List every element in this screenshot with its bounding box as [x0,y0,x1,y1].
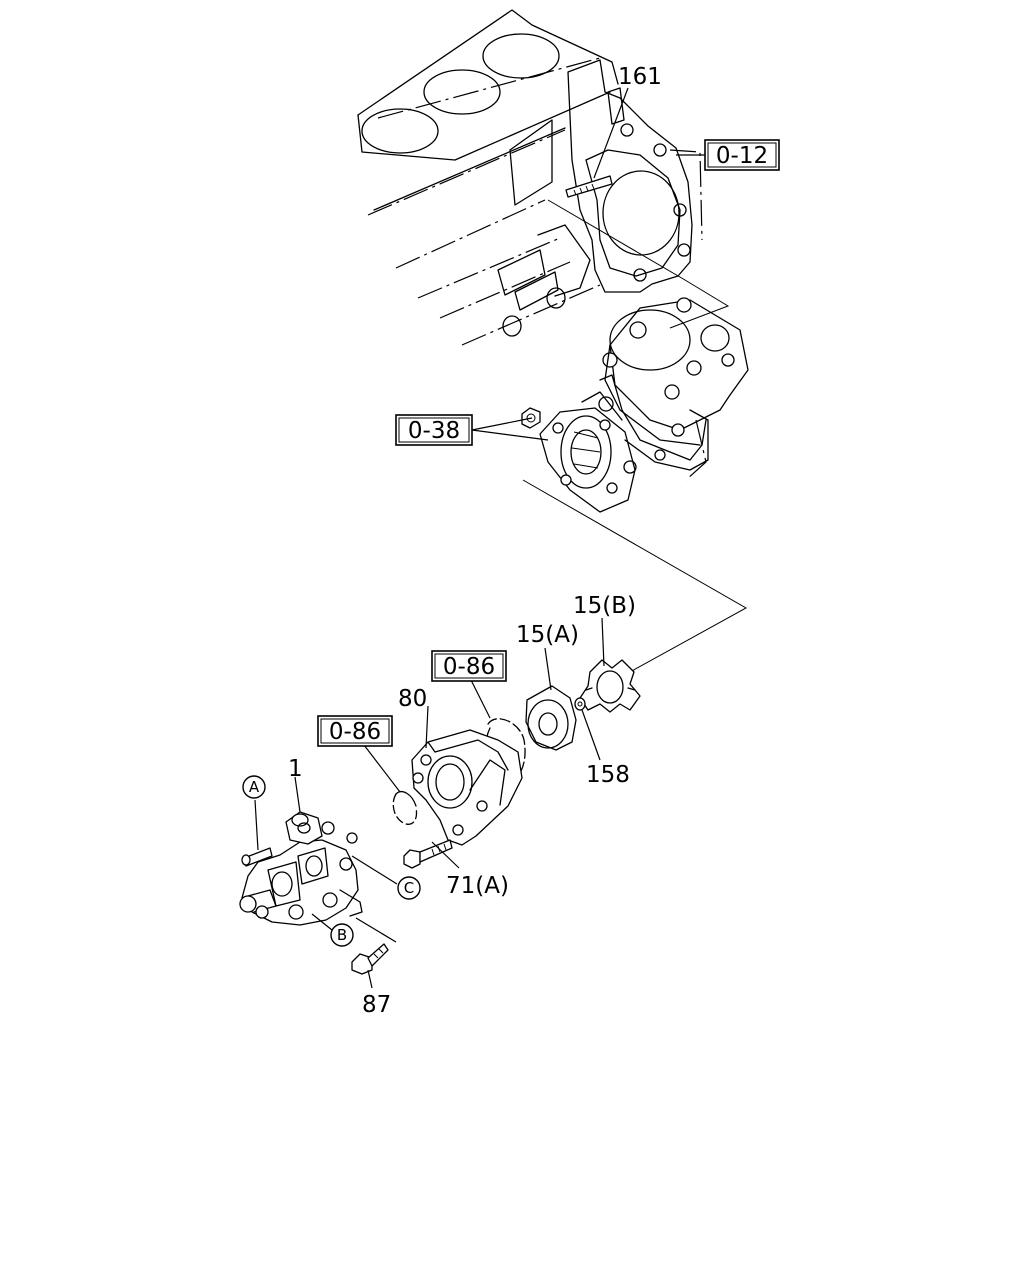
assembly-lines [522,199,748,673]
injection-pump [239,799,363,926]
ref-box-0-86-upper[interactable]: 0-86 [431,650,507,682]
ref-label-0-38: 0-38 [408,418,460,444]
callout-87: 87 [362,992,391,1018]
callout-1: 1 [288,756,303,782]
ref-box-0-12[interactable]: 0-12 [704,139,780,171]
callout-158: 158 [586,762,630,788]
ref-label-0-86-upper: 0-86 [443,654,495,680]
air-compressor [521,297,749,513]
ref-label-0-12: 0-12 [716,143,768,169]
marker-b: B [330,923,354,947]
engine-block [357,9,703,346]
marker-a: A [242,775,266,799]
marker-c-label: C [404,879,414,897]
callout-71a: 71(A) [446,873,509,899]
callout-80: 80 [398,686,427,712]
callout-15b: 15(B) [573,593,636,619]
o-ring-lower [392,791,418,825]
bracket-80 [411,729,523,846]
leader-lines [294,87,705,989]
callout-161: 161 [618,64,662,90]
ref-label-0-86-lower: 0-86 [329,719,381,745]
marker-a-label: A [249,778,260,796]
ref-box-0-86-lower[interactable]: 0-86 [317,715,393,747]
marker-b-label: B [337,926,347,944]
callout-15a: 15(A) [516,622,579,648]
hub-15a [525,685,586,751]
bolt-71a [403,839,453,869]
coupling-15b [579,659,641,713]
bolt-87 [351,943,389,975]
marker-c: C [397,876,421,900]
ref-box-0-38[interactable]: 0-38 [395,414,473,446]
